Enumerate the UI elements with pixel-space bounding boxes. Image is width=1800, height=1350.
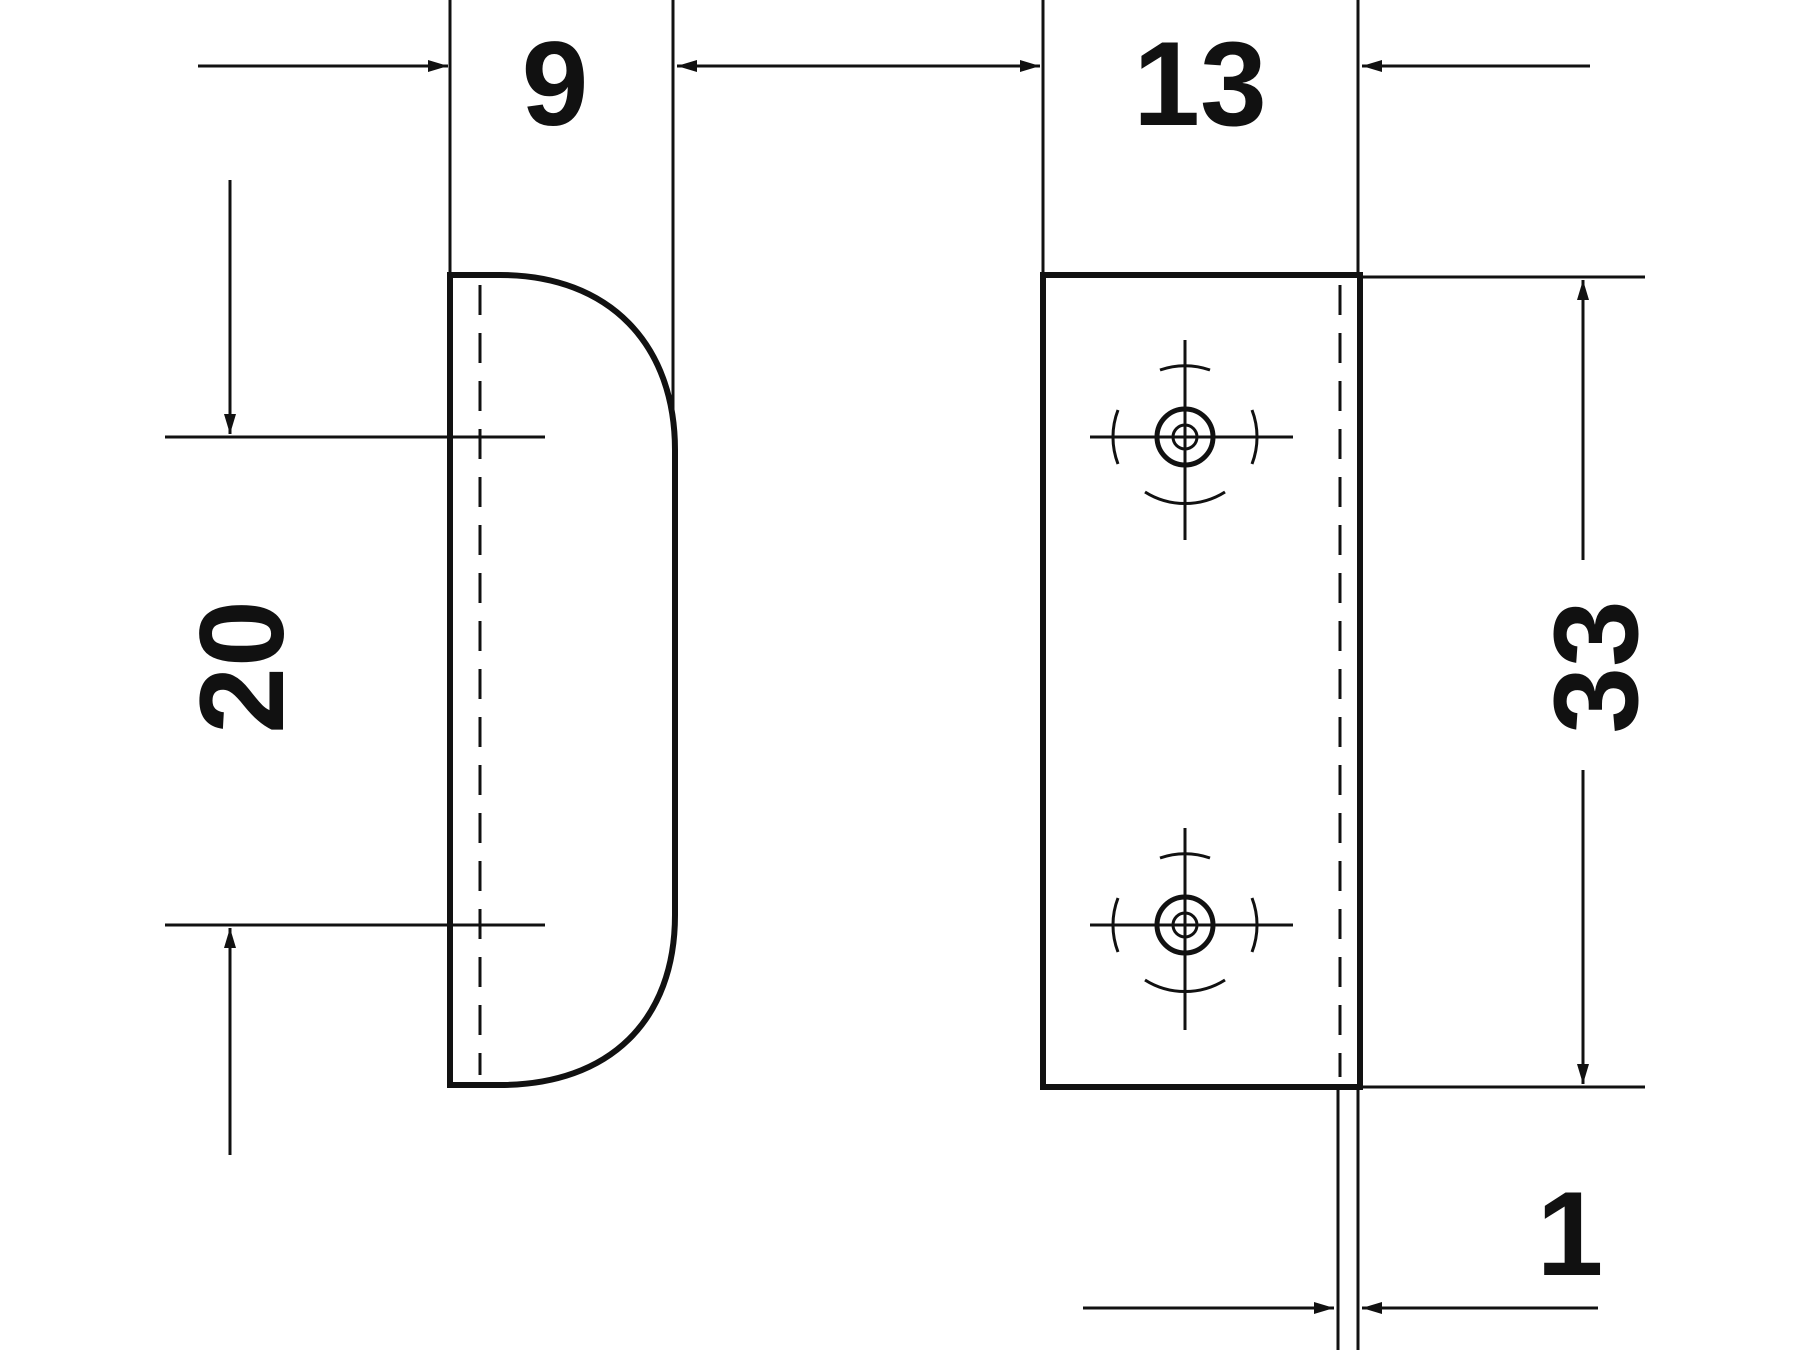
screw-hole-bottom [1090, 828, 1293, 1030]
dim-13-label: 13 [1133, 17, 1266, 151]
dim-20-label: 20 [175, 600, 309, 733]
screw-hole-top [1090, 340, 1293, 540]
right-part-outline [1040, 272, 1363, 1090]
right-part [1040, 272, 1363, 1090]
left-part-outline [447, 272, 678, 1088]
dim-33-label: 33 [1529, 600, 1663, 733]
dim-1-label: 1 [1537, 1167, 1604, 1301]
left-part [447, 272, 678, 1088]
dim-9-label: 9 [522, 17, 589, 151]
